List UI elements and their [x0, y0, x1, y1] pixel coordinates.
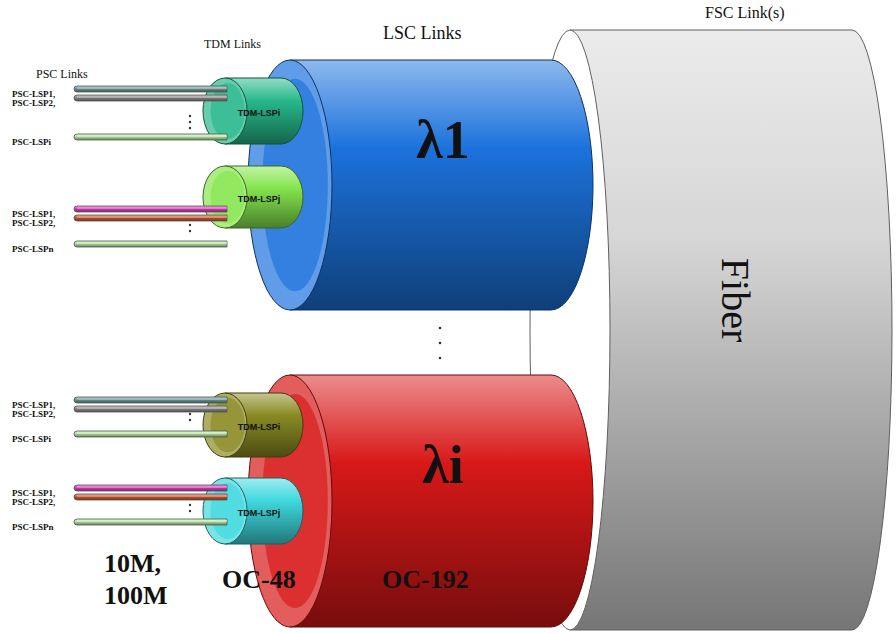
label-holder: TDM Links — [204, 34, 261, 52]
text-holder: TDM-LSPj — [238, 502, 281, 520]
text-holder: TDM-LSPj — [238, 188, 281, 206]
link-label: λ1 — [416, 113, 470, 167]
lsp-label: PSC-LSP2, — [12, 497, 55, 507]
label-holder: OC-48 — [222, 566, 296, 595]
lambda-cylinder: λ1TDM-LSPiPSC-LSP1,PSC-LSP2,PSC-LSPiTDM-… — [248, 60, 593, 310]
tdm-cylinder: TDM-LSPjPSC-LSP1,PSC-LSP2,PSC-LSPn — [203, 166, 303, 228]
column-heading: PSC Links — [36, 68, 88, 81]
lsp-label: PSC-LSPn — [12, 244, 54, 254]
lsp-label: PSC-LSP1, — [12, 488, 55, 498]
fiber-cylinder: Fiberλ1TDM-LSPiPSC-LSP1,PSC-LSP2,PSC-LSP… — [530, 30, 892, 630]
tdm-cylinder: TDM-LSPiPSC-LSP1,PSC-LSP2,PSC-LSPi — [203, 393, 303, 457]
lsp-label: PSC-LSP2, — [12, 218, 55, 228]
lsp-label: PSC-LSPi — [12, 137, 51, 147]
text-holder: PSC-LSPi — [12, 428, 51, 446]
text-holder: PSC-LSPn — [12, 516, 54, 534]
psc-tube: PSC-LSP1, — [12, 204, 227, 214]
text-holder: PSC-LSPn — [12, 238, 54, 256]
lsp-label: PSC-LSPi — [12, 434, 51, 444]
text-holder: Fiber — [715, 258, 755, 342]
psc-tube: PSC-LSP1, — [12, 84, 227, 94]
rate-label: OC-192 — [382, 566, 469, 595]
text-holder: λi — [422, 438, 464, 492]
rate-label: 10M, 100M — [104, 548, 180, 612]
column-heading: FSC Link(s) — [705, 4, 785, 22]
label-holder: OC-192 — [382, 566, 469, 595]
link-label: λi — [422, 438, 464, 492]
psc-tube: PSC-LSP1, — [12, 395, 227, 405]
lsp-label: PSC-LSP1, — [12, 400, 55, 410]
psc-tube: PSC-LSPi — [12, 132, 227, 142]
text-holder: TDM-LSPi — [238, 416, 281, 434]
psc-tube: PSC-LSPn — [12, 517, 227, 527]
lsp-label: PSC-LSPn — [12, 522, 54, 532]
lsp-label: PSC-LSP2, — [12, 98, 55, 108]
link-label: TDM-LSPj — [238, 509, 281, 518]
text-holder: TDM-LSPi — [238, 102, 281, 120]
label-holder: FSC Link(s) — [705, 4, 785, 22]
label-holder: 10M, 100M — [104, 548, 180, 612]
psc-tube: PSC-LSPi — [12, 429, 227, 439]
rate-label: OC-48 — [222, 566, 296, 595]
lsp-label: PSC-LSP2, — [12, 409, 55, 419]
psc-tube: PSC-LSPn — [12, 239, 227, 249]
psc-tube: PSC-LSP1, — [12, 483, 227, 493]
label-holder: PSC Links — [36, 64, 88, 82]
column-heading: TDM Links — [204, 38, 261, 51]
lsp-label: PSC-LSP1, — [12, 89, 55, 99]
link-label: Fiber — [715, 258, 755, 342]
text-holder: λ1 — [416, 113, 470, 167]
label-holder: LSC Links — [383, 24, 462, 44]
column-heading: LSC Links — [383, 24, 462, 44]
tdm-cylinder: TDM-LSPiPSC-LSP1,PSC-LSP2,PSC-LSPi — [203, 78, 303, 144]
link-label: TDM-LSPi — [238, 423, 281, 432]
tdm-cylinder: TDM-LSPjPSC-LSP1,PSC-LSP2,PSC-LSPn — [203, 478, 303, 544]
lsp-label: PSC-LSP1, — [12, 209, 55, 219]
link-label: TDM-LSPi — [238, 109, 281, 118]
text-holder: PSC-LSPi — [12, 131, 51, 149]
link-label: TDM-LSPj — [238, 195, 281, 204]
